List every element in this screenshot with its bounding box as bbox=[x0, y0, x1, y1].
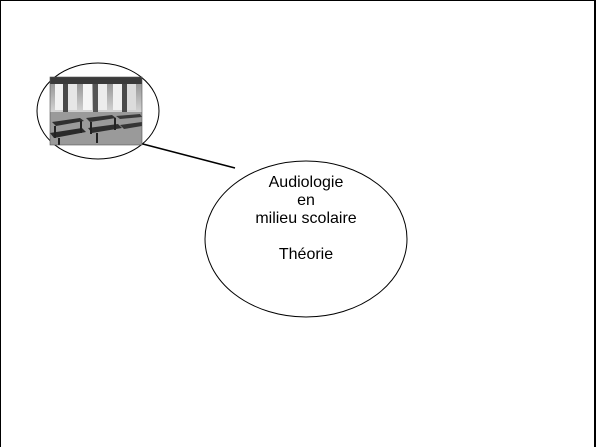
main-node-line-2: en bbox=[297, 192, 315, 209]
main-node-line-1: Audiologie bbox=[268, 174, 344, 191]
classroom-photo bbox=[50, 77, 142, 145]
main-node-line-3: milieu scolaire bbox=[255, 210, 357, 227]
main-node-line-4: Théorie bbox=[278, 246, 334, 263]
main-node-ellipse bbox=[204, 160, 408, 318]
main-node-label: Audiologie en milieu scolaire Théorie bbox=[208, 174, 404, 264]
main-node-spacer bbox=[208, 228, 404, 246]
connector-line bbox=[138, 142, 236, 169]
classroom-photo-border bbox=[49, 76, 143, 146]
